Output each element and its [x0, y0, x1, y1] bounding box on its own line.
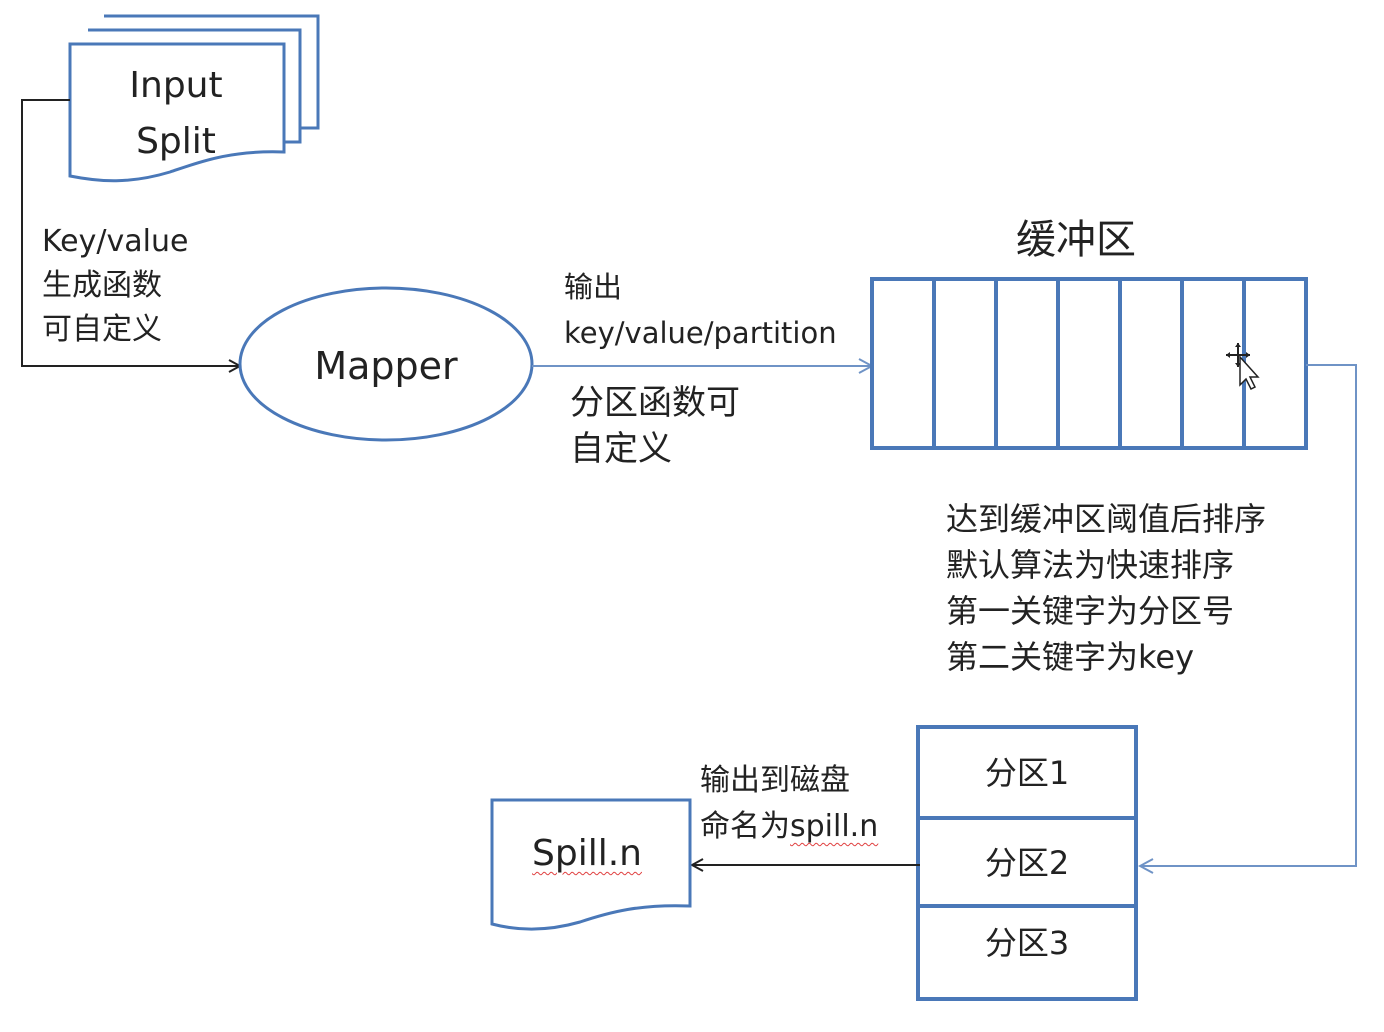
disk-output-annotation: 输出到磁盘 命名为spill.n: [700, 758, 878, 850]
partitions-shape: [916, 725, 1138, 1001]
buffer-title: 缓冲区: [1016, 217, 1136, 263]
mapper-output-line2: key/value/partition: [564, 316, 837, 350]
edge-input-to-mapper: [21, 99, 240, 366]
disk-output-line2: 命名为spill.n: [700, 804, 878, 850]
partition-function-annotation: 分区函数可 自定义: [570, 380, 740, 472]
sort-note-4: 第二关键字为key: [946, 638, 1195, 676]
input-split-label: Input Split: [86, 58, 266, 170]
mapper-output-annotation: 输出 key/value/partition: [564, 264, 837, 356]
sort-note-3: 第一关键字为分区号: [946, 592, 1235, 630]
kv-generation-line3: 可自定义: [42, 312, 162, 347]
spill-document-shape: [490, 798, 692, 931]
mapper-label: Mapper: [314, 344, 458, 388]
partition-function-line1: 分区函数可: [570, 383, 740, 423]
mapper-ellipse: [238, 286, 534, 442]
disk-output-filename: spill.n: [790, 809, 879, 844]
kv-generation-line2: 生成函数: [42, 268, 162, 303]
buffer-shape: [870, 277, 1308, 450]
kv-generation-annotation: Key/value 生成函数 可自定义: [42, 220, 188, 352]
partition-3-label: 分区3: [984, 924, 1070, 962]
mapper-output-line1: 输出: [564, 270, 623, 304]
input-split-line1: Input: [129, 65, 223, 106]
move-cursor-icon: [1226, 343, 1260, 391]
kv-generation-line1: Key/value: [42, 224, 189, 259]
partition-2-label: 分区2: [984, 844, 1070, 882]
partition-1-label: 分区1: [984, 754, 1070, 792]
partition-function-line2: 自定义: [570, 429, 672, 469]
sort-notes-annotation: 达到缓冲区阈值后排序 默认算法为快速排序 第一关键字为分区号 第二关键字为key: [946, 496, 1266, 680]
disk-output-line1: 输出到磁盘: [700, 763, 850, 798]
sort-note-2: 默认算法为快速排序: [946, 546, 1235, 584]
edge-buffer-to-partitions: [1140, 364, 1357, 866]
input-split-line2: Split: [136, 121, 216, 162]
disk-output-prefix: 命名为: [700, 809, 790, 844]
spill-label: Spill.n: [532, 833, 642, 874]
input-split-shape: [68, 14, 320, 183]
sort-note-1: 达到缓冲区阈值后排序: [946, 500, 1267, 538]
